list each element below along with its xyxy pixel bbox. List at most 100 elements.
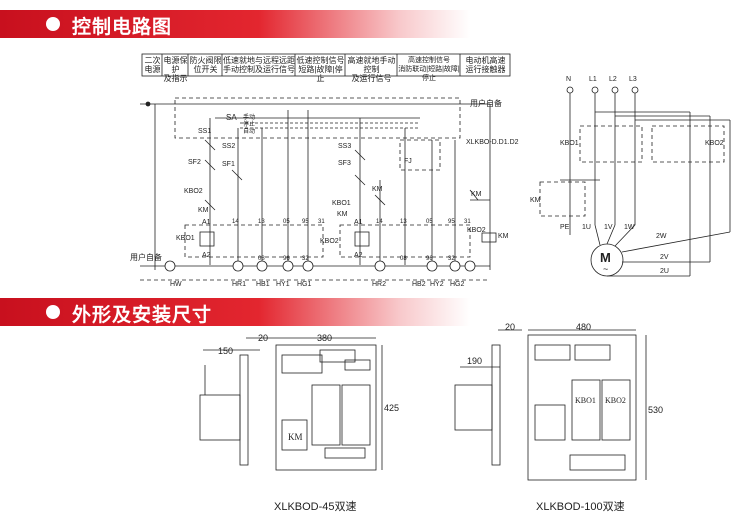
label-fj: FJ <box>404 158 412 165</box>
term-low-bot-08: 08 <box>258 256 265 262</box>
header-cell-4-line1: 低速控制信号 <box>296 56 345 65</box>
dim-480: 480 <box>576 322 592 332</box>
term-high-95: 95 <box>448 219 455 225</box>
label-user-prep-left: 用户自备 <box>130 253 162 262</box>
label-ss3: SS3 <box>338 143 352 150</box>
term-low-bot-32: 32 <box>302 256 309 262</box>
term-low-95: 95 <box>302 219 309 225</box>
term-low-13: 13 <box>258 219 265 225</box>
header-cell-0-line2: 电源 <box>144 65 161 74</box>
banner-bar <box>0 10 470 38</box>
lamp-hg1: HG1 <box>297 281 312 288</box>
unit-kbo1-right: KBO1 <box>575 396 596 405</box>
dim-20-left: 20 <box>258 333 269 343</box>
label-a1-low: A1 <box>202 219 211 226</box>
header-cell-1: 电源保护 及指示 <box>163 56 188 83</box>
lamp-hy2: HY2 <box>430 281 444 288</box>
label-a2-low: A2 <box>202 252 211 259</box>
label-kbo1-high: KBO1 <box>332 200 351 207</box>
bullet-icon <box>46 17 60 31</box>
caption-model-45: XLKBOD-45双速 <box>274 501 357 513</box>
dim-20-right: 20 <box>505 322 516 332</box>
label-sa-opt-2: 停止 <box>243 122 256 128</box>
unit-kbo2-right: KBO2 <box>605 396 626 405</box>
dim-150: 150 <box>218 346 234 356</box>
header-cell-5-line2: 及运行信号 <box>351 74 392 83</box>
header-cell-2: 防火阀限 位开关 <box>189 56 222 74</box>
header-cell-6-line1: 高速控制信号 <box>408 57 450 64</box>
unit-km-left: KM <box>288 432 303 442</box>
header-cell-7-line1: 电动机高速 <box>465 56 506 65</box>
power-pe: PE <box>560 224 570 231</box>
motor-letter: M <box>600 250 611 265</box>
power-2u: 2U <box>660 268 669 275</box>
label-km-right: KM <box>471 191 482 198</box>
label-km-low: KM <box>198 207 209 214</box>
phase-l3: L3 <box>629 76 637 83</box>
term-low-bot-96: 96 <box>283 256 290 262</box>
header-cell-0: 二次 电源 <box>143 56 162 74</box>
label-sf1: SF1 <box>222 161 235 168</box>
term-high-13: 13 <box>400 219 407 225</box>
lamp-hr1: HR1 <box>232 281 247 288</box>
term-high-bot-32: 32 <box>448 256 455 262</box>
label-sa-opt-1: 手动 <box>243 115 256 121</box>
label-a2-high: A2 <box>354 252 363 259</box>
label-km-high-2: KM <box>337 211 348 218</box>
term-high-05: 05 <box>426 219 433 225</box>
section-banner-circuit: 控制电路图 <box>0 10 750 38</box>
dim-190: 190 <box>467 356 483 366</box>
label-sa: SA <box>226 113 237 122</box>
lamp-hb2: HB2 <box>412 281 426 288</box>
header-cell-7-line2: 运行接触器 <box>465 65 506 74</box>
header-cell-2-line2: 位开关 <box>193 65 218 74</box>
term-high-bot-96: 96 <box>426 256 433 262</box>
header-cell-5: 高速就地手动控制 及运行信号 <box>346 56 397 83</box>
header-cell-5-line1: 高速就地手动控制 <box>347 56 396 74</box>
power-km: KM <box>530 197 541 204</box>
power-2v: 2V <box>660 254 669 261</box>
caption-model-100: XLKBOD-100双速 <box>536 501 625 513</box>
header-cell-3-line2: 手动控制及运行信号 <box>223 65 295 74</box>
header-cell-2-line1: 防火阀限 <box>189 56 222 65</box>
term-high-bot-08: 08 <box>400 256 407 262</box>
term-high-14: 14 <box>376 219 383 225</box>
header-cell-1-line1: 电源保护 <box>163 56 188 74</box>
bullet-icon <box>46 305 60 319</box>
label-km-coil: KM <box>498 233 509 240</box>
dim-380: 380 <box>317 333 333 343</box>
label-kbo2-low-box: KBO2 <box>320 238 339 245</box>
label-ss1: SS1 <box>198 128 212 135</box>
power-1v: 1V <box>604 224 613 231</box>
phase-l2: L2 <box>609 76 617 83</box>
term-low-14: 14 <box>232 219 239 225</box>
dim-425: 425 <box>384 403 400 413</box>
header-cell-6-line2: 消防联动|短路|故障|停止 <box>398 66 460 82</box>
header-cell-3-line1: 低速就地与远程远距 <box>223 56 295 65</box>
label-kbo2-low: KBO2 <box>184 188 203 195</box>
lamp-hw: HW <box>170 281 182 288</box>
section-banner-dimensions: 外形及安装尺寸 <box>0 298 750 326</box>
term-low-31: 31 <box>318 219 325 225</box>
power-1u: 1U <box>582 224 591 231</box>
dim-530: 530 <box>648 405 664 415</box>
label-ss2: SS2 <box>222 143 236 150</box>
header-cell-6: 高速控制信号 消防联动|短路|故障|停止 <box>398 56 460 83</box>
label-sa-opt-3: 自动 <box>243 129 256 135</box>
label-kbo1-low: KBO1 <box>176 235 195 242</box>
header-cell-0-line1: 二次 <box>144 56 161 65</box>
phase-n: N <box>566 76 572 83</box>
lamp-hg2: HG2 <box>450 281 465 288</box>
power-kbo1: KBO1 <box>560 140 579 147</box>
label-sf3: SF3 <box>338 160 351 167</box>
power-kbo2: KBO2 <box>705 140 724 147</box>
section-title-circuit: 控制电路图 <box>72 16 173 38</box>
header-cell-7: 电动机高速 运行接触器 <box>461 56 510 74</box>
label-a1-high: A1 <box>354 219 363 226</box>
banner-bar <box>0 298 470 326</box>
motor-icon: M <box>600 250 611 265</box>
label-sf2: SF2 <box>188 159 201 166</box>
label-user-prep-top: 用户自备 <box>470 99 502 108</box>
term-high-31: 31 <box>464 219 471 225</box>
